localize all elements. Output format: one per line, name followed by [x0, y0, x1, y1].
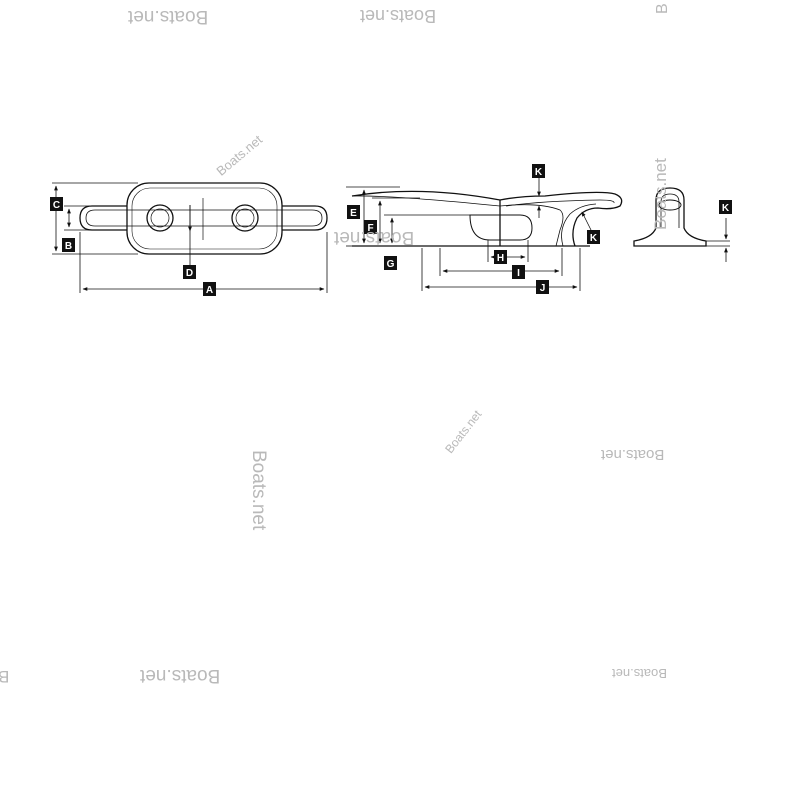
label-c: C — [50, 197, 63, 211]
label-j: J — [536, 280, 549, 294]
label-e: E — [347, 205, 360, 219]
watermark: Boats.net — [612, 666, 667, 681]
top-view-hole-left — [146, 204, 174, 232]
watermark: Boats.net — [651, 158, 670, 230]
label-k-top: K — [532, 164, 545, 178]
watermark: Boats.net — [334, 227, 415, 248]
watermark: Boats.net — [140, 665, 221, 686]
end-view-dimensions — [706, 218, 730, 262]
svg-text:K: K — [535, 167, 543, 178]
top-view-hole-right — [231, 204, 259, 232]
watermark: B — [654, 3, 671, 14]
side-view-right-horn — [499, 191, 623, 247]
label-b: B — [62, 238, 75, 252]
top-view-horn-outline — [79, 205, 328, 231]
label-g: G — [384, 256, 397, 270]
top-view-horn-inner — [85, 209, 323, 227]
end-view — [633, 187, 707, 247]
watermark: Boats.net — [601, 446, 665, 463]
top-view-base — [126, 182, 283, 255]
label-k-right: K — [587, 230, 600, 244]
svg-text:K: K — [722, 203, 730, 214]
label-a: A — [203, 282, 216, 296]
label-d: D — [183, 265, 196, 279]
label-h: H — [494, 250, 507, 264]
watermark: Boats.net — [360, 6, 437, 26]
end-view-profile — [633, 187, 707, 247]
svg-text:E: E — [350, 208, 357, 219]
svg-text:I: I — [517, 268, 520, 279]
svg-text:K: K — [590, 233, 598, 244]
top-view — [79, 182, 328, 255]
svg-text:C: C — [53, 200, 60, 211]
watermark: Boats.net — [128, 6, 209, 27]
watermark: B — [0, 667, 9, 686]
svg-text:A: A — [206, 285, 213, 296]
dimension-labels: C B D A E F G H I J K K K — [50, 164, 732, 296]
svg-text:J: J — [540, 283, 546, 294]
svg-text:F: F — [367, 223, 373, 234]
svg-text:D: D — [186, 268, 193, 279]
label-i: I — [512, 265, 525, 279]
svg-text:B: B — [65, 241, 72, 252]
label-f: F — [364, 220, 377, 234]
svg-text:H: H — [497, 253, 504, 264]
svg-text:G: G — [387, 259, 395, 270]
side-view-left-horn — [351, 190, 501, 201]
label-k-end: K — [719, 200, 732, 214]
side-view-slot — [469, 214, 533, 241]
watermark: Boats.net — [248, 450, 269, 531]
